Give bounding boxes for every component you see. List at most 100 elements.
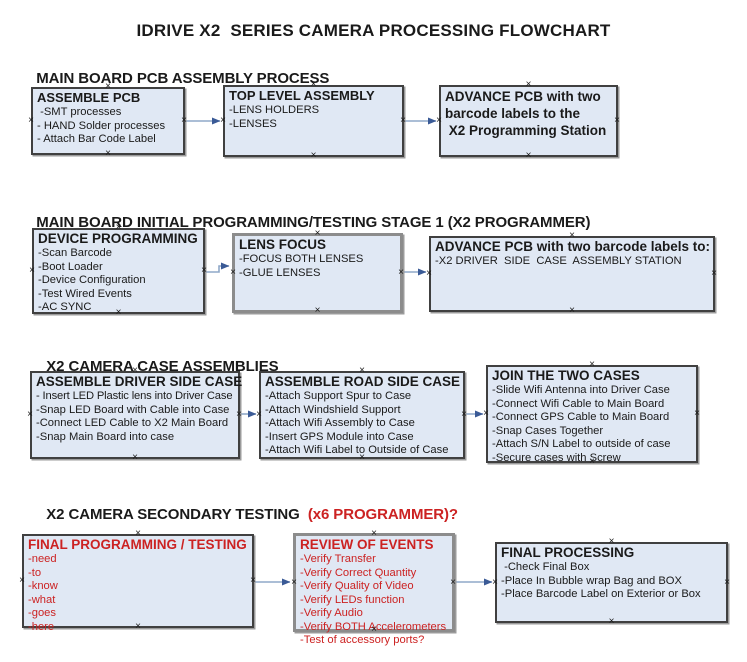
box-item: -GLUE LENSES (239, 266, 321, 279)
box-item: -Verify Correct Quantity (300, 566, 417, 579)
box-item: -Check Final Box (501, 561, 590, 573)
connection-point-icon: × (27, 409, 33, 420)
page-title: IDRIVE X2 SERIES CAMERA PROCESSING FLOWC… (136, 21, 611, 40)
flow-box-device-programming: × × × × DEVICE PROGRAMMING -Scan Barcode… (29, 223, 207, 318)
box-heading: FINAL PROGRAMMING / TESTING (28, 537, 247, 552)
connection-point-icon: × (436, 115, 442, 126)
box-heading: ASSEMBLE PCB (37, 90, 141, 105)
section-heading-secondary-testing: X2 CAMERA SECONDARY TESTING (x6 PROGRAMM… (30, 489, 458, 540)
box-item: -LENS HOLDERS (229, 104, 320, 116)
box-heading: JOIN THE TWO CASES (492, 368, 640, 383)
box-heading: ASSEMBLE DRIVER SIDE CASE (36, 374, 243, 389)
box-item: -to (28, 566, 42, 579)
box-item: -AC SYNC (38, 301, 92, 313)
connection-point-icon: × (105, 148, 111, 159)
box-item: -Attach Wifi Label to Outside of Case (265, 444, 449, 456)
box-item: -need (28, 553, 57, 565)
connection-point-icon: × (181, 115, 187, 126)
connection-point-icon: × (19, 575, 25, 586)
flow-box-join-the-two-cases: × × × × JOIN THE TWO CASES -Slide Wifi A… (483, 360, 700, 467)
connection-point-icon: × (236, 409, 242, 420)
connection-point-icon: × (461, 409, 467, 420)
box-item: -Verify LEDs function (300, 593, 405, 606)
connection-point-icon: × (569, 305, 575, 316)
flow-box-top-level-assembly: × × × × TOP LEVEL ASSEMBLY -LENS HOLDERS… (220, 80, 406, 161)
box-item: -Test of accessory ports? (300, 634, 425, 646)
box-item: -Place Barcode Label on Exterior or Box (501, 588, 701, 600)
flow-box-advance-pcb-driver-side-station: × × × × ADVANCE PCB with two barcode lab… (426, 231, 717, 316)
box-item: -Place In Bubble wrap Bag and BOX (501, 574, 682, 587)
section-heading-red-text: (x6 PROGRAMMER)? (303, 506, 458, 523)
box-item: -know (28, 580, 58, 592)
box-item: -Connect LED Cable to X2 Main Board (36, 417, 229, 429)
box-item: -FOCUS BOTH LENSES (239, 253, 364, 265)
box-item: -Slide Wifi Antenna into Driver Case (492, 384, 670, 396)
flow-box-assemble-driver-side-case: × × × × ASSEMBLE DRIVER SIDE CASE - Inse… (27, 366, 243, 463)
box-item: -Verify BOTH Accelerometers (300, 620, 447, 633)
box-item: -Verify Quality of Video (300, 580, 414, 592)
box-item: -X2 DRIVER SIDE CASE ASSEMBLY STATION (435, 255, 682, 267)
section-heading-pcb-assembly: MAIN BOARD PCB ASSEMBLY PROCESS (20, 53, 329, 87)
connector-arrow-3 (205, 262, 230, 273)
connection-point-icon: × (256, 409, 262, 420)
box-item: -goes (28, 607, 56, 619)
box-item: -here (28, 620, 55, 633)
connection-point-icon: × (614, 115, 620, 126)
connection-point-icon: × (250, 575, 256, 586)
box-item: -Test Wired Events (38, 287, 132, 300)
connection-point-icon: × (398, 267, 404, 278)
box-item: - HAND Solder processes (37, 119, 166, 132)
box-heading: ADVANCE PCB with two barcode labels to t… (445, 89, 607, 138)
section-heading-initial-programming: MAIN BOARD INITIAL PROGRAMMING/TESTING S… (20, 197, 590, 231)
flow-box-lens-focus: × × × × LENS FOCUS -FOCUS BOTH LENSES -G… (230, 229, 404, 316)
flow-box-review-of-events: × × × × REVIEW OF EVENTS -Verify Transfe… (291, 529, 456, 647)
box-item: -Attach Support Spur to Case (265, 390, 412, 402)
box-item: - Attach Bar Code Label (37, 133, 156, 145)
flow-box-final-processing: × × × × FINAL PROCESSING -Check Final Bo… (492, 537, 730, 627)
connection-point-icon: × (310, 150, 317, 161)
box-item: - Insert LED Plastic lens into Driver Ca… (36, 390, 233, 402)
connection-point-icon: × (450, 576, 456, 588)
box-item: -Verify Audio (300, 607, 363, 619)
box-heading: REVIEW OF EVENTS (300, 537, 434, 552)
connection-point-icon: × (483, 408, 489, 419)
section-heading-text: X2 CAMERA CASE ASSEMBLIES (46, 358, 279, 375)
box-item: -Snap Main Board into case (36, 430, 175, 443)
box-item: -Verify Transfer (300, 553, 376, 565)
connection-point-icon: × (132, 452, 138, 463)
box-heading: FINAL PROCESSING (501, 545, 635, 560)
connection-point-icon: × (608, 616, 615, 627)
box-item: -Attach Wifi Assembly to Case (265, 417, 415, 429)
box-item: -Insert GPS Module into Case (265, 430, 414, 443)
box-heading: LENS FOCUS (239, 237, 327, 252)
connection-point-icon: × (28, 115, 34, 126)
connection-point-icon: × (291, 576, 297, 588)
connection-point-icon: × (426, 268, 432, 279)
box-item: -LENSES (229, 117, 277, 130)
connection-point-icon: × (230, 267, 236, 278)
section-heading-case-assemblies: X2 CAMERA CASE ASSEMBLIES (30, 341, 279, 375)
box-heading: ASSEMBLE ROAD SIDE CASE (265, 374, 461, 389)
connection-point-icon: × (314, 305, 321, 316)
flow-box-advance-pcb-programming-station: × × × × ADVANCE PCB with two barcode lab… (436, 80, 620, 161)
section-heading-text: MAIN BOARD PCB ASSEMBLY PROCESS (36, 70, 330, 87)
connection-point-icon: × (724, 576, 730, 588)
box-item: -Secure cases with Screw (492, 451, 621, 464)
box-item: -Device Configuration (38, 274, 146, 286)
flow-box-assemble-pcb: × × × × ASSEMBLE PCB -SMT processes - HA… (28, 82, 187, 159)
box-heading: ADVANCE PCB with two barcode labels to: (435, 239, 711, 254)
connection-point-icon: × (29, 265, 35, 276)
connection-point-icon: × (694, 408, 700, 419)
section-heading-text: X2 CAMERA SECONDARY TESTING (46, 506, 304, 523)
box-item: -what (28, 593, 56, 606)
box-item: -Snap LED Board with Cable into Case (36, 403, 230, 416)
box-heading: TOP LEVEL ASSEMBLY (229, 88, 375, 103)
connection-point-icon: × (220, 115, 226, 126)
connection-point-icon: × (201, 265, 207, 276)
flow-box-assemble-road-side-case: × × × × ASSEMBLE ROAD SIDE CASE -Attach … (256, 366, 467, 463)
box-item: -Scan Barcode (38, 247, 113, 259)
section-heading-text: MAIN BOARD INITIAL PROGRAMMING/TESTING S… (36, 214, 591, 231)
connection-point-icon: × (492, 576, 498, 588)
connection-point-icon: × (400, 115, 406, 126)
